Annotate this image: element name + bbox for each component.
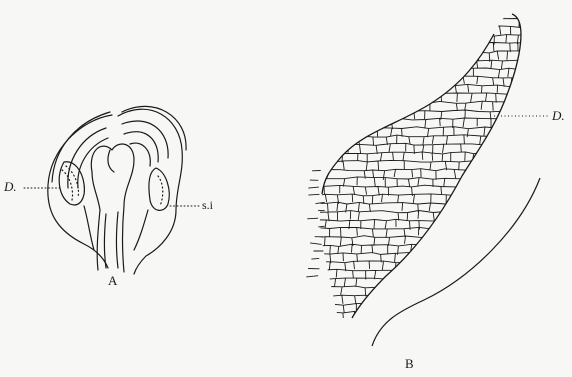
outer-curve (372, 178, 540, 346)
label-d-panel-a: D. (4, 180, 17, 193)
label-si: s.i (202, 199, 213, 211)
label-d-panel-b: D. (552, 109, 565, 122)
tissue-left-edge (322, 34, 494, 194)
caption-panel-b: B (405, 357, 414, 370)
tissue-outline (352, 14, 521, 318)
cell-network (300, 9, 555, 331)
cell-walls (300, 9, 555, 331)
caption-panel-a: A (108, 274, 117, 287)
cell-wall-fringe (306, 171, 324, 277)
